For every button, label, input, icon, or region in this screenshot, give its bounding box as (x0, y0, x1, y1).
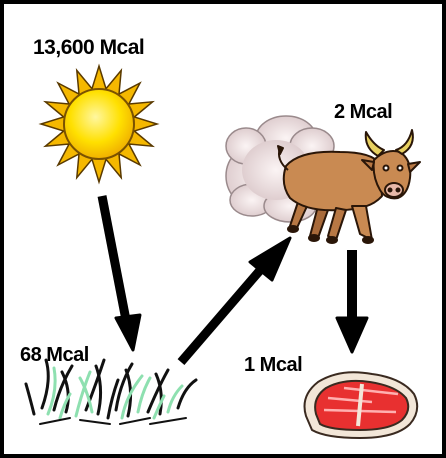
sun-icon (41, 66, 157, 182)
arrow-grass-to-cow (181, 238, 290, 362)
sun-energy-label: 13,600 Mcal (33, 36, 144, 60)
steak-icon (305, 372, 418, 438)
arrow-cow-to-steak (337, 250, 367, 352)
cow-energy-label: 2 Mcal (334, 101, 392, 124)
arrow-sun-to-grass (102, 196, 140, 350)
grass-energy-label: 68 Mcal (20, 344, 89, 367)
grass-icon (26, 360, 196, 424)
steak-energy-label: 1 Mcal (244, 354, 302, 377)
